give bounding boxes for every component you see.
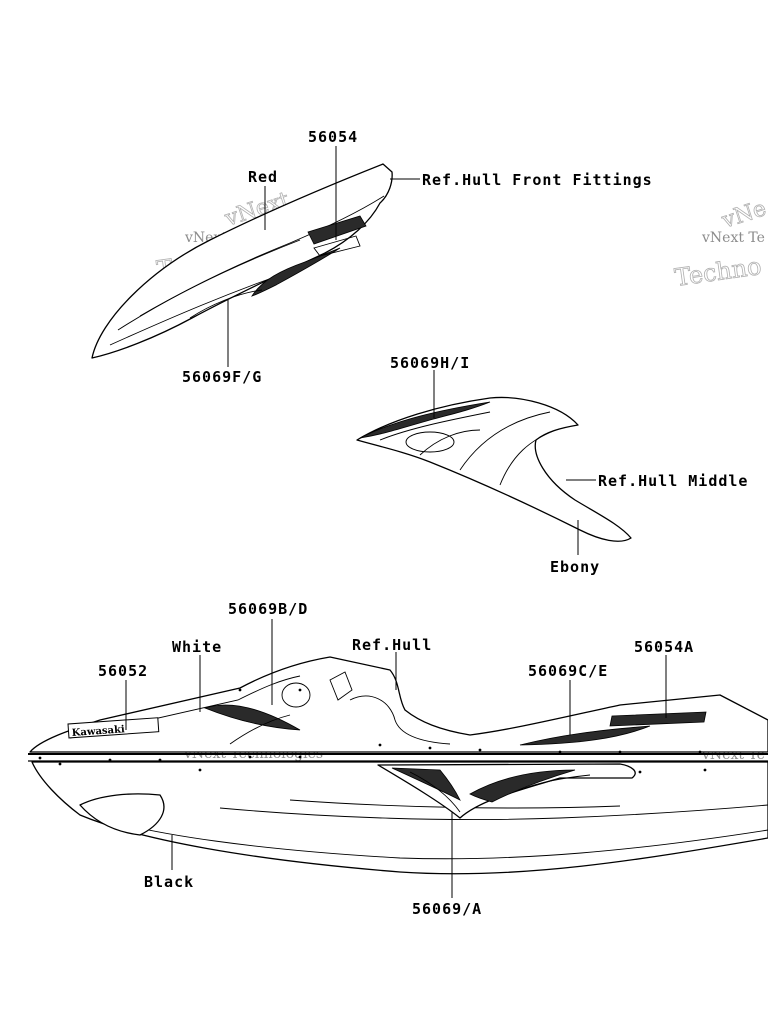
- hull-middle-part[interactable]: [356, 396, 632, 542]
- label-56069hi: 56069H/I: [390, 354, 470, 372]
- label-56069bd: 56069B/D: [228, 600, 308, 618]
- label-ref-hull-middle: Ref.Hull Middle: [598, 472, 748, 490]
- label-56052: 56052: [98, 662, 148, 680]
- part-labels: 56054 Red Ref.Hull Front Fittings 56069F…: [98, 128, 748, 918]
- hull-front-part[interactable]: [91, 163, 393, 359]
- label-red: Red: [248, 168, 278, 186]
- label-ref-hull-front-fittings: Ref.Hull Front Fittings: [422, 171, 653, 189]
- label-56069a: 56069/A: [412, 900, 482, 918]
- watermark-right-top: vNe vNext Te Techno: [673, 196, 768, 293]
- watermark-vne-right: vNe: [718, 196, 768, 234]
- main-hull[interactable]: Kawasaki: [28, 656, 768, 875]
- label-ebony: Ebony: [550, 558, 600, 576]
- watermark-text-right: vNext Te: [701, 230, 765, 246]
- label-56069ce: 56069C/E: [528, 662, 608, 680]
- label-white: White: [172, 638, 222, 656]
- kawasaki-decal-text: Kawasaki: [71, 724, 125, 739]
- label-black: Black: [144, 873, 194, 891]
- label-56054a: 56054A: [634, 638, 694, 656]
- label-ref-hull: Ref.Hull: [352, 636, 432, 654]
- label-56069fg: 56069F/G: [182, 368, 262, 386]
- kawasaki-decal: [67, 717, 160, 739]
- leader-lines: [125, 146, 667, 898]
- label-56054: 56054: [308, 128, 358, 146]
- watermark-tech-right: Techno: [673, 252, 763, 292]
